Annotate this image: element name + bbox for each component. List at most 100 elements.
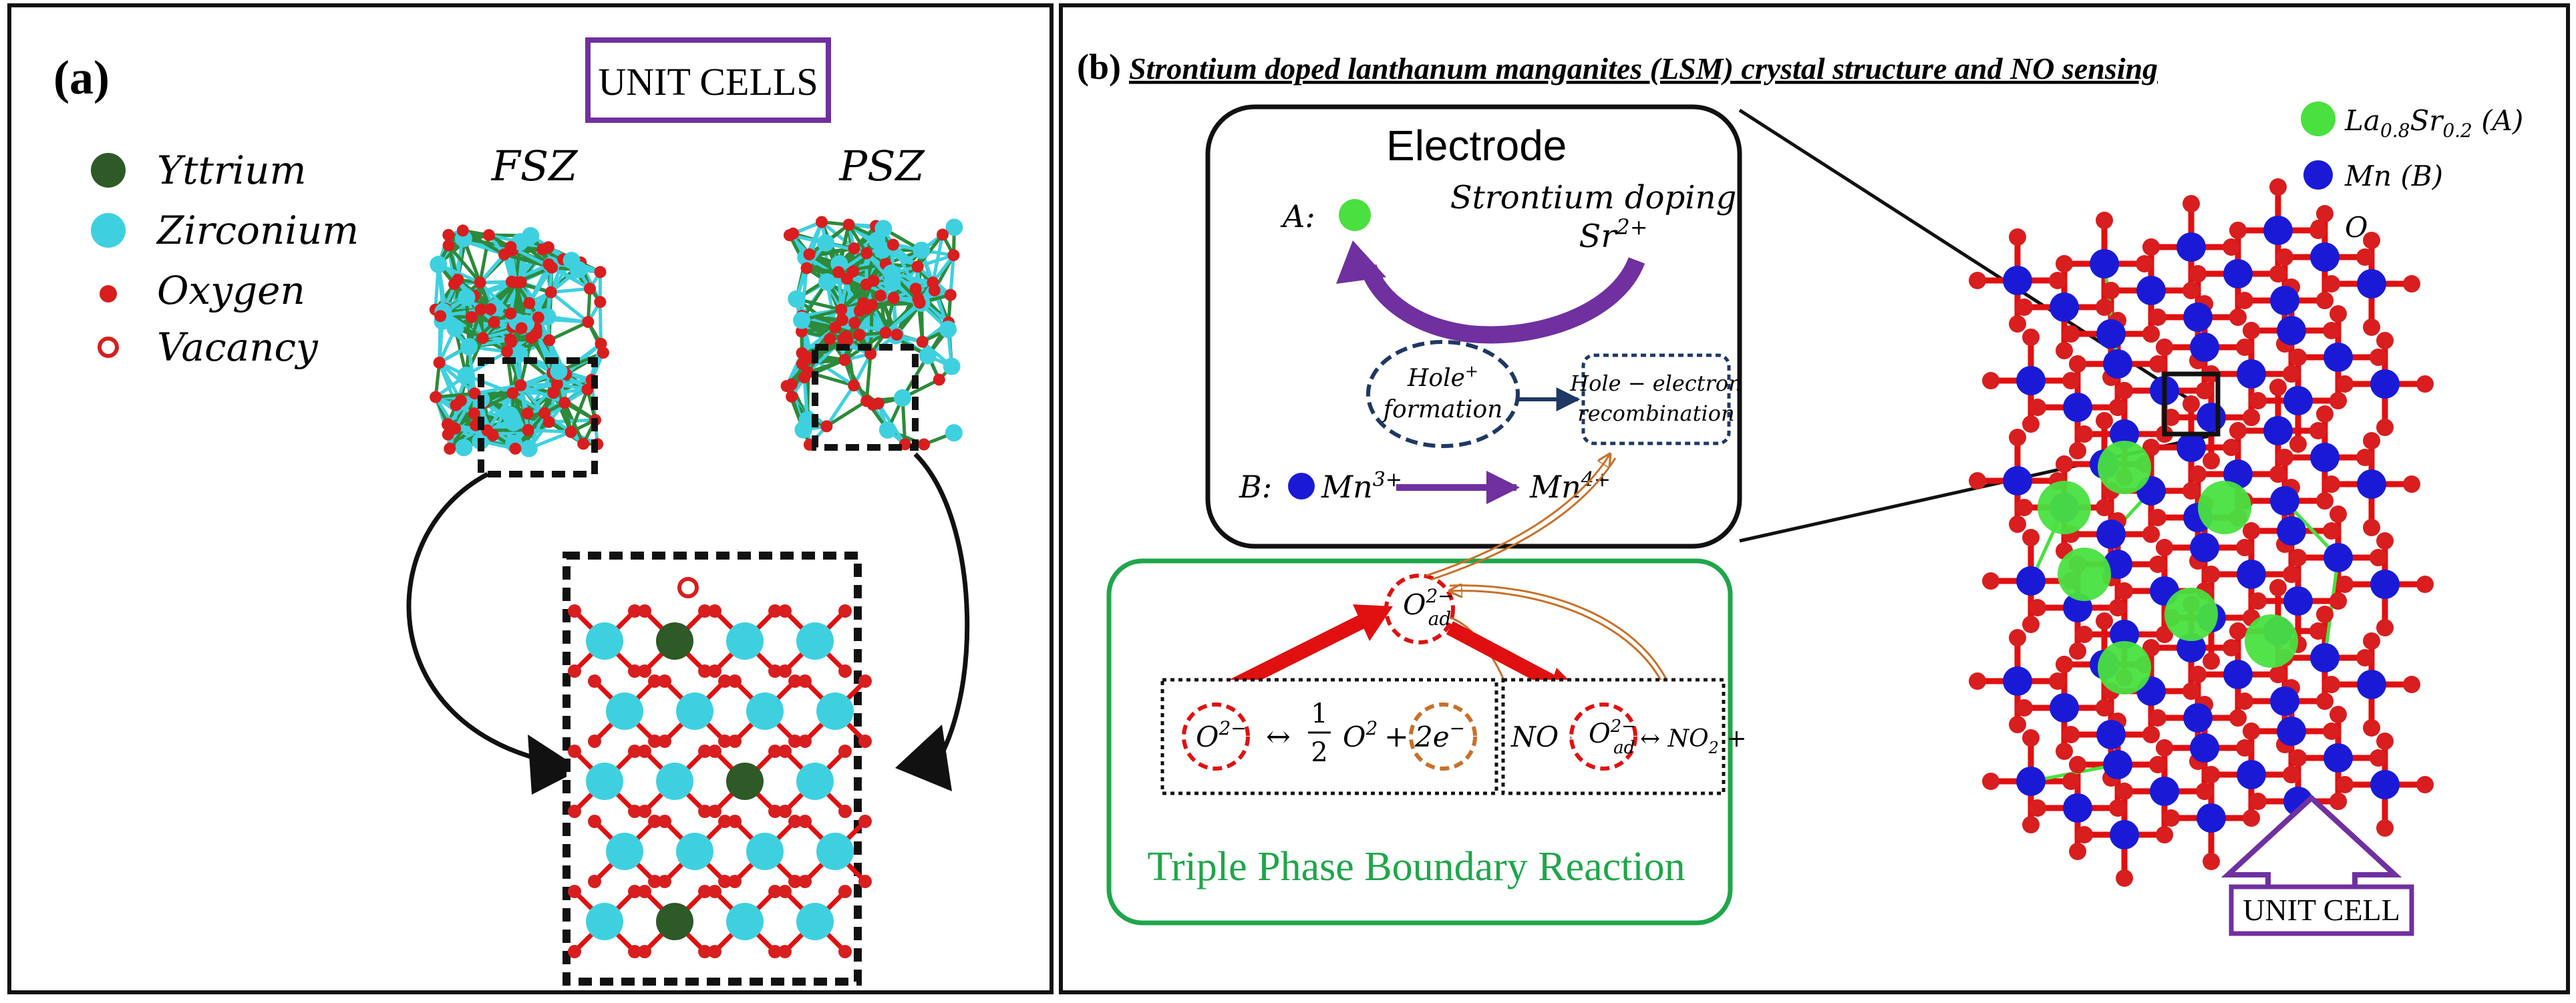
lattice-zr-atom [816,833,854,870]
unit-cell-box [2229,884,2414,936]
lattice-zr-atom [676,692,713,730]
crystal-o-atom [2076,826,2093,843]
lattice-o-atom [588,735,601,748]
lattice-o-atom [658,674,671,688]
bond [520,383,566,405]
crystal-mn-atom [2270,286,2299,315]
crystal-o-atom [2283,365,2300,383]
crystal-o-atom [2056,342,2073,359]
crystal-o-atom [2289,349,2307,366]
zr-atom [939,321,957,339]
o-atom [468,407,480,420]
lattice-o-atom [568,945,581,958]
crystal-mn-atom [2110,820,2139,849]
crystal-o-atom [2062,372,2080,389]
o-atom [840,272,853,285]
lattice-o-atom [768,945,782,958]
o-atom [434,310,447,323]
crystal-o-atom [2316,692,2333,710]
crystal-o-atom [2116,382,2133,399]
lattice-zr-atom [796,622,834,660]
crystal-o-atom [2269,379,2287,396]
la-atom-site-a [1339,199,1371,231]
lattice-o-atom [718,875,732,888]
zr-atom [446,319,464,337]
crystal-o-atom [2196,382,2213,399]
o-atom [456,224,469,237]
bond [550,266,591,290]
crystal-o-atom [2243,522,2260,540]
lattice-o-atom [838,664,852,678]
crystal-o-atom [2116,783,2133,800]
crystal-o-atom [2183,195,2200,212]
crystal-o-atom [2229,709,2247,727]
site-a-label: A: [1280,198,1315,234]
crystal-o-atom [2189,666,2207,683]
crystal-la-atom [2038,481,2091,534]
panel-b-label: (b) [1077,47,1121,87]
crystal-o-atom [2149,709,2166,727]
o-atom [829,321,842,334]
o-atom [815,216,828,228]
lattice-o-atom [778,745,792,758]
crystal-o-atom [2156,339,2173,356]
crystal-mn-atom [2223,459,2253,489]
bond [550,290,589,324]
lattice-o-atom [568,604,581,618]
crystal-o-atom [2156,826,2173,843]
o-atom [841,335,854,347]
o-atom [891,329,903,341]
eq2-oad-circle [1569,703,1637,771]
site-b-label: B: [1239,469,1272,505]
crystal-mn-atom [2183,703,2213,733]
psz-arrow-head [895,725,952,791]
crystal-o-atom [2223,639,2240,656]
orange-line-to-recombination-1 [1426,454,1610,577]
eq1-electron-circle [1409,703,1477,771]
crystal-mn-atom [2357,469,2386,499]
red-arrow-to-oad-head [1353,604,1393,641]
bond [872,300,920,307]
crystal-o-atom [2029,399,2046,416]
o-atom [911,260,924,273]
o-atom [913,296,926,309]
lattice-o-atom [698,805,711,818]
lattice-o-atom [768,664,782,678]
o-atom [521,407,534,420]
lattice-zr-atom [676,833,713,870]
zr-atom [818,273,836,291]
crystal-o-atom [2316,492,2333,510]
o-atom [594,296,607,309]
crystal-o-atom [2022,329,2040,346]
crystal-o-atom [2269,666,2287,683]
crystal-o-atom [2316,205,2333,222]
crystal-mn-atom [2277,516,2306,546]
crystal-la-atom [2198,481,2251,534]
lattice-o-atom [858,815,872,828]
lattice-o-atom [858,735,872,748]
o-atom [918,438,931,451]
crystal-o-atom [2289,435,2307,453]
bond [931,234,945,283]
psz-curved-arrow [913,452,970,777]
crystal-o-atom [2062,726,2080,743]
bond [548,320,589,342]
crystal-mn-atom [2237,359,2266,389]
lattice-y-atom [726,763,764,800]
crystal-o-atom [2183,395,2200,413]
crystal-o-atom [2323,275,2340,292]
orange-line-from-electron-1 [1450,591,1671,702]
crystal-o-atom [2049,272,2066,289]
zr-atom [882,264,901,282]
crystal-o-atom [2069,756,2086,773]
legend-o: O [2345,211,2368,244]
zr-atom [919,347,937,365]
crystal-o-atom [2276,248,2293,266]
o-atom [450,399,462,411]
crystal-o-atom [2370,549,2387,566]
crystal-mn-atom [2223,259,2253,288]
lattice-zr-atom [606,833,643,870]
crystal-mn-atom [2183,303,2213,332]
o-atom [442,239,455,252]
crystal-o-atom [2022,729,2040,747]
